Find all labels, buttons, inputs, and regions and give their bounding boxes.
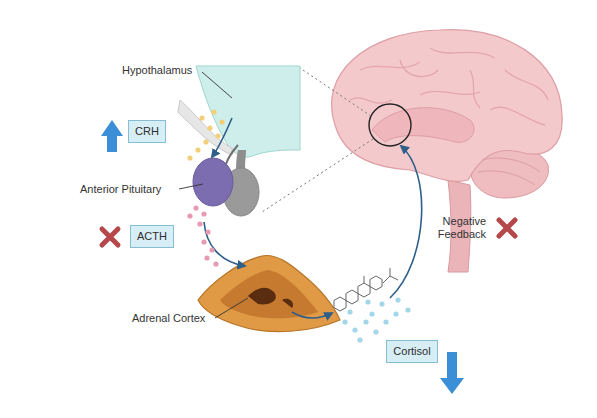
hormone-dot <box>201 211 206 216</box>
decrease-arrow <box>440 352 464 394</box>
hormone-dot <box>373 329 378 334</box>
ring-bond <box>346 290 358 304</box>
leader-line <box>179 184 203 189</box>
hormone-dot <box>342 319 347 324</box>
hormone-dot <box>219 119 224 124</box>
side-chain <box>364 268 398 283</box>
hormone-dot <box>395 297 400 302</box>
hormone-box: Cortisol <box>386 340 438 363</box>
feedback-arrow <box>390 146 422 298</box>
flow-arrow <box>204 222 245 266</box>
hormone-dot <box>197 221 202 226</box>
increase-arrow <box>101 120 123 152</box>
hormone-name: Cortisol <box>393 345 430 358</box>
hormone-dot <box>211 109 216 114</box>
structure-label: Negative Feedback <box>432 215 486 241</box>
blocked-mark <box>102 229 118 245</box>
hormone-dot <box>195 147 200 152</box>
leader-line <box>215 298 248 318</box>
hormone-dot <box>393 311 398 316</box>
hormone-dot <box>207 125 212 130</box>
flow-arrow <box>292 312 332 318</box>
hormone-dot <box>383 319 388 324</box>
hormone-box: CRH <box>128 120 166 143</box>
adrenal-gland <box>198 255 340 331</box>
ring-bond <box>358 283 370 297</box>
cortisol-molecule <box>334 268 398 311</box>
hormone-box: ACTH <box>130 225 174 248</box>
hormone-dot <box>193 205 198 210</box>
hypothalamus-inset <box>178 66 300 176</box>
leader-line <box>202 72 232 98</box>
hormone-dot <box>352 327 357 332</box>
hormone-dot <box>363 319 368 324</box>
hormone-dot <box>187 213 192 218</box>
hormone-dot <box>209 247 214 252</box>
structure-label: Hypothalamus <box>122 64 202 77</box>
hormone-dot <box>369 311 374 316</box>
hormone-dot <box>215 133 220 138</box>
hormone-dot <box>347 309 352 314</box>
hormone-name: CRH <box>135 125 159 138</box>
hormone-dot <box>204 255 209 260</box>
ring-bond <box>370 276 382 290</box>
hormone-dot <box>187 155 192 160</box>
hormone-dot <box>201 239 206 244</box>
hormone-dot <box>199 115 204 120</box>
structure-label: Anterior Pituitary <box>80 183 178 196</box>
hormone-dot <box>357 337 362 342</box>
blocked-mark <box>499 220 515 236</box>
hormone-dot <box>405 307 410 312</box>
pituitary <box>193 158 259 216</box>
brain <box>332 30 563 272</box>
hormone-dot <box>379 301 384 306</box>
hormone-dots <box>187 109 410 342</box>
hormone-dot <box>203 139 208 144</box>
flow-arrow <box>212 118 232 157</box>
hormone-dot <box>213 261 218 266</box>
hormone-name: ACTH <box>137 230 167 243</box>
hormone-dot <box>365 299 370 304</box>
hormone-dot <box>205 229 210 234</box>
structure-label: Adrenal Cortex <box>132 312 214 325</box>
ring-bond <box>334 297 346 311</box>
